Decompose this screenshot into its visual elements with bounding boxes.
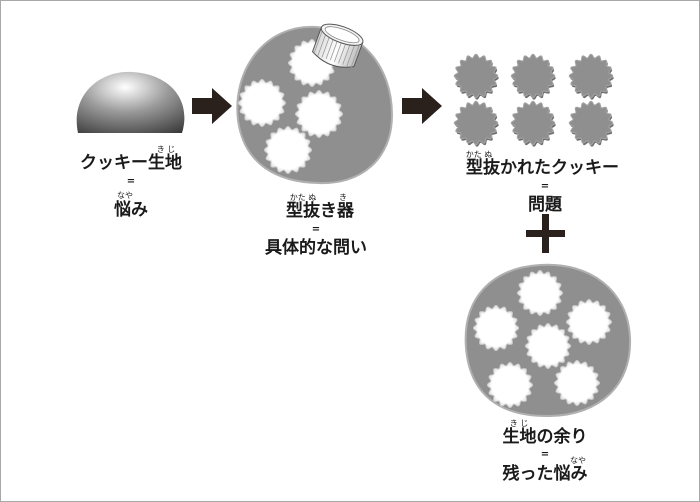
leftover-ruby: き じ [509,419,529,428]
cutter-ridge [313,29,324,55]
cookie [510,53,556,99]
leftover-equals: = [540,449,550,460]
cut-cookies [453,53,614,147]
cookies-meaning: 問題 [528,195,562,215]
cutter-body [311,23,364,68]
cutter-meaning: 具体的な問い [265,238,367,258]
dough-hole [263,125,313,175]
cutter-ridge [350,43,361,68]
cutter-equals: = [311,224,321,235]
cookies-ruby: かた ぬ [465,150,493,159]
dough-dome [76,71,185,133]
cutter-ridge [317,31,328,56]
cookie [568,53,614,99]
cutter-ruby-ki: き [339,193,347,202]
cutter-ridge [346,41,357,67]
leftover-hole [565,298,613,346]
cookie [568,100,614,146]
dough-equals: = [126,176,136,187]
leftover-hole [516,269,564,317]
leftover-dough [464,263,632,418]
arrow-right-icon [192,88,232,124]
dough-label: クッキー生地 [80,153,182,173]
leftover-label: 生地の余り [502,427,588,447]
cookies-label: 型抜かれたクッキー [466,158,619,178]
cookie [510,100,556,146]
leftover-meaning-ruby: なや [570,456,586,465]
cookie-cutter-icon [311,23,364,68]
cutter-opening [324,26,360,44]
cookie [453,100,499,146]
cookie [453,53,499,99]
cutter-ruby-katanu: かた ぬ [289,193,317,202]
cutter-label: 型抜き器 [286,201,354,221]
dough-meaning-ruby: なや [117,191,133,200]
leftover-hole [524,322,572,370]
leftover-meaning: 残った悩み [502,464,588,484]
arrow-right-icon [402,88,442,124]
dough-hole [294,89,344,139]
leftover-hole [486,361,534,409]
cookies-equals: = [540,181,550,192]
dough-meaning: 悩み [114,200,148,220]
dough-ruby: き じ [156,145,176,154]
plus-icon [526,214,565,253]
dough-hole [237,78,287,128]
leftover-hole [472,304,520,352]
leftover-hole [553,359,601,407]
